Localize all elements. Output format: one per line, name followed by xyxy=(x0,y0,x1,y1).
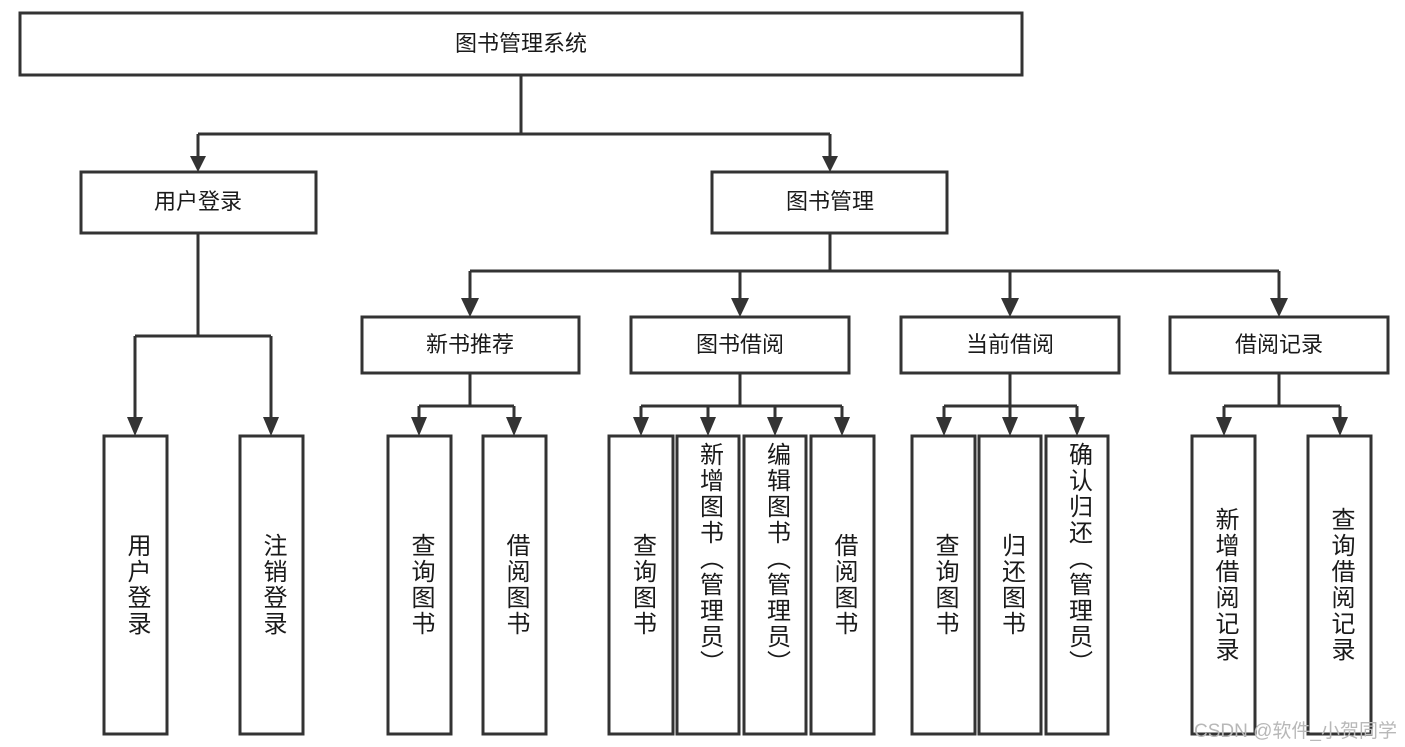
leaf-return-book-box[interactable] xyxy=(977,434,1043,736)
leaf-add-book-box[interactable] xyxy=(675,434,741,736)
node-borrow-record[interactable]: 借阅记录 xyxy=(1168,315,1390,375)
node-current-borrow-box[interactable] xyxy=(899,315,1121,375)
arrow-to-leaf-add-book xyxy=(700,417,716,436)
node-root[interactable]: 图书管理系统 xyxy=(18,11,1024,77)
leaf-add-record-box[interactable] xyxy=(1190,434,1257,736)
leaf-query-record-box[interactable] xyxy=(1306,434,1373,736)
arrow-to-leaf-edit-book xyxy=(767,417,783,436)
arrow-to-leaf-borrow-book-2 xyxy=(834,417,850,436)
arrow-to-new-book-recommend xyxy=(461,298,479,317)
node-borrow-record-box[interactable] xyxy=(1168,315,1390,375)
arrow-to-leaf-return-book xyxy=(1002,417,1018,436)
arrow-to-book-manage xyxy=(822,156,838,172)
node-book-manage-box[interactable] xyxy=(710,170,949,235)
node-borrow-record-label: 借阅记录 xyxy=(1235,332,1323,357)
node-book-borrow[interactable]: 图书借阅 xyxy=(629,315,851,375)
arrow-to-leaf-logout-login xyxy=(263,417,279,436)
arrow-to-leaf-query-record xyxy=(1332,417,1348,436)
node-root-box[interactable] xyxy=(18,11,1024,77)
arrow-to-leaf-borrow-book-1 xyxy=(506,417,522,436)
arrow-to-leaf-query-book-3 xyxy=(936,417,952,436)
node-current-borrow[interactable]: 当前借阅 xyxy=(899,315,1121,375)
arrow-to-leaf-user-login xyxy=(127,417,143,436)
arrow-to-leaf-add-record xyxy=(1216,417,1232,436)
node-book-manage-label: 图书管理 xyxy=(786,189,874,214)
leaf-user-login-box[interactable] xyxy=(102,434,169,736)
node-new-book-recommend[interactable]: 新书推荐 xyxy=(360,315,581,375)
leaf-boxes-group xyxy=(102,434,1373,736)
node-root-label: 图书管理系统 xyxy=(455,31,587,56)
leaf-borrow-book-2-box[interactable] xyxy=(809,434,876,736)
node-user-login[interactable]: 用户登录 xyxy=(79,170,318,235)
arrow-to-user-login xyxy=(190,156,206,172)
leaf-query-book-3-box[interactable] xyxy=(910,434,977,736)
node-user-login-label: 用户登录 xyxy=(154,189,242,214)
connector-group xyxy=(127,76,1348,436)
node-current-borrow-label: 当前借阅 xyxy=(966,332,1054,357)
node-book-manage[interactable]: 图书管理 xyxy=(710,170,949,235)
leaf-edit-book-box[interactable] xyxy=(742,434,808,736)
node-new-book-recommend-label: 新书推荐 xyxy=(426,332,514,357)
node-user-login-box[interactable] xyxy=(79,170,318,235)
node-book-borrow-box[interactable] xyxy=(629,315,851,375)
node-book-borrow-label: 图书借阅 xyxy=(696,332,784,357)
leaf-logout-login-box[interactable] xyxy=(238,434,305,736)
arrow-to-current-borrow xyxy=(1001,298,1019,317)
arrow-to-borrow-record xyxy=(1270,298,1288,317)
leaf-borrow-book-1-box[interactable] xyxy=(481,434,548,736)
node-new-book-recommend-box[interactable] xyxy=(360,315,581,375)
arrow-to-leaf-confirm-return xyxy=(1069,417,1085,436)
leaf-query-book-1-box[interactable] xyxy=(386,434,453,736)
arrow-to-book-borrow xyxy=(731,298,749,317)
arrow-to-leaf-query-book-1 xyxy=(411,417,427,436)
leaf-query-book-2-box[interactable] xyxy=(607,434,675,736)
arrow-to-leaf-query-book-2 xyxy=(633,417,649,436)
leaf-confirm-return-box[interactable] xyxy=(1044,434,1110,736)
